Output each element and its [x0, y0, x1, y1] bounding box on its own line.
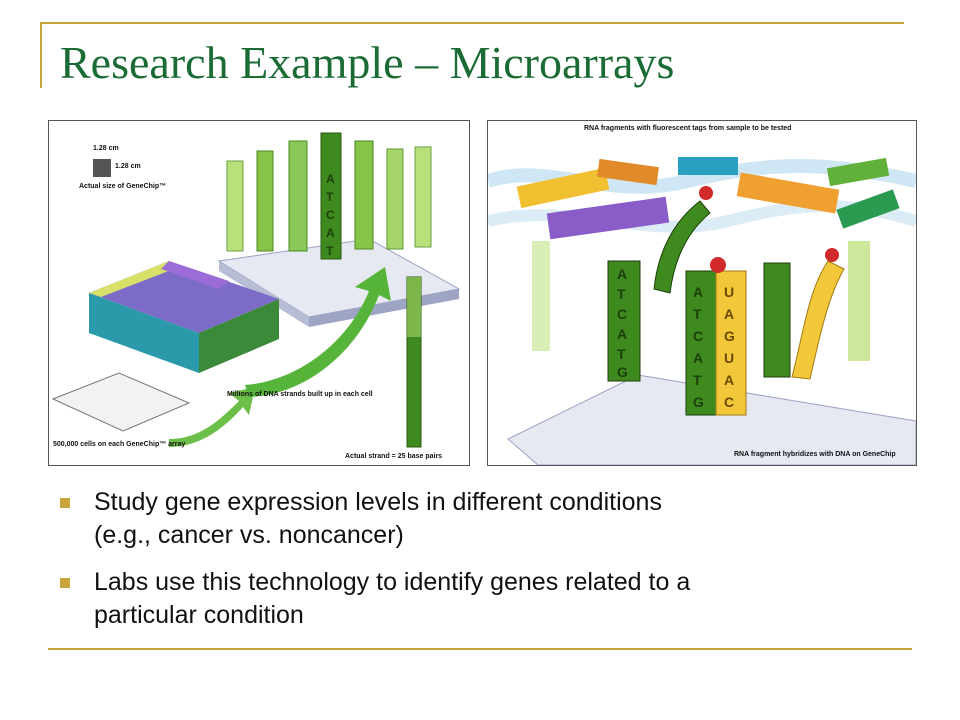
base-label: C — [724, 394, 734, 410]
bullet-list: Study gene expression levels in differen… — [60, 486, 900, 646]
strand-columns — [226, 132, 432, 260]
label-actual-size: Actual size of GeneChip™ — [79, 183, 167, 190]
base-letters: A T C A T G A T C A T G U A G U A C — [617, 266, 735, 410]
base-label: A — [326, 226, 335, 240]
strand-bases: A T C A T — [326, 172, 335, 258]
title-frame-left — [40, 22, 42, 88]
base-label: T — [693, 372, 702, 388]
chip-platform — [507, 374, 916, 465]
bullet-marker — [60, 578, 70, 588]
base-label: C — [693, 328, 703, 344]
bullet-text-line1: Labs use this technology to identify gen… — [94, 568, 691, 596]
base-label: A — [693, 284, 703, 300]
hybridization-illustration: A T C A T G A T C A T G U A G U A C — [488, 157, 916, 465]
base-label: U — [724, 284, 734, 300]
base-label: T — [693, 306, 702, 322]
rna-strand-2 — [715, 270, 747, 416]
bullet-text-line1: Study gene expression levels in differen… — [94, 488, 662, 516]
rna-strand-3 — [791, 260, 845, 380]
slide-title: Research Example – Microarrays — [60, 37, 675, 88]
bullet-marker — [60, 498, 70, 508]
bullet-text-line2: (e.g., cancer vs. noncancer) — [94, 521, 404, 549]
bottom-rule — [48, 648, 912, 650]
rna-fragments — [516, 157, 900, 240]
base-label: T — [617, 346, 626, 362]
genechip-illustration: A T C A T — [51, 132, 461, 448]
arrow-up-large — [245, 267, 391, 397]
base-label: G — [693, 394, 704, 410]
arrow-up-small — [169, 387, 255, 447]
label-rna-fragments: RNA fragments with fluorescent tags from… — [584, 125, 792, 132]
base-label: T — [326, 244, 334, 258]
actual-size-square — [93, 159, 111, 177]
fluorescent-tag — [710, 257, 726, 273]
label-strands: Millions of DNA strands built up in each… — [227, 391, 373, 398]
label-cells: 500,000 cells on each GeneChip™ array — [53, 441, 186, 448]
hybridization-figure: A T C A T G A T C A T G U A G U A C RNA … — [487, 120, 917, 466]
cell-grid — [51, 372, 191, 432]
rna-fragment-descending — [653, 200, 711, 294]
base-label: A — [617, 326, 627, 342]
base-label: A — [617, 266, 627, 282]
dna-strand-1 — [607, 260, 641, 382]
genechip-figure: A T C A T 1.28 cm 1.28 cm Actual size of… — [48, 120, 470, 466]
base-label: A — [326, 172, 335, 186]
bullet-text-line2: particular condition — [94, 601, 304, 629]
chip-front — [199, 299, 279, 373]
base-label: C — [617, 306, 627, 322]
bullet-item: Labs use this technology to identify gen… — [60, 566, 900, 632]
base-label: A — [724, 372, 734, 388]
label-hybridizes: RNA fragment hybridizes with DNA on Gene… — [734, 451, 896, 458]
dna-strand-2 — [685, 270, 717, 416]
label-dim2: 1.28 cm — [115, 163, 141, 170]
base-label: T — [617, 286, 626, 302]
title-frame-top — [40, 22, 904, 24]
bullet-item: Study gene expression levels in differen… — [60, 486, 900, 552]
label-dim1: 1.28 cm — [93, 145, 119, 152]
base-label: U — [724, 350, 734, 366]
base-label: A — [693, 350, 703, 366]
base-label: T — [326, 190, 334, 204]
base-label: G — [724, 328, 735, 344]
dna-strand-3 — [763, 262, 791, 378]
chip-side — [89, 293, 199, 373]
base-label: C — [326, 208, 335, 222]
base-label: A — [724, 306, 734, 322]
label-strand: Actual strand = 25 base pairs — [345, 453, 443, 460]
base-label: G — [617, 364, 628, 380]
